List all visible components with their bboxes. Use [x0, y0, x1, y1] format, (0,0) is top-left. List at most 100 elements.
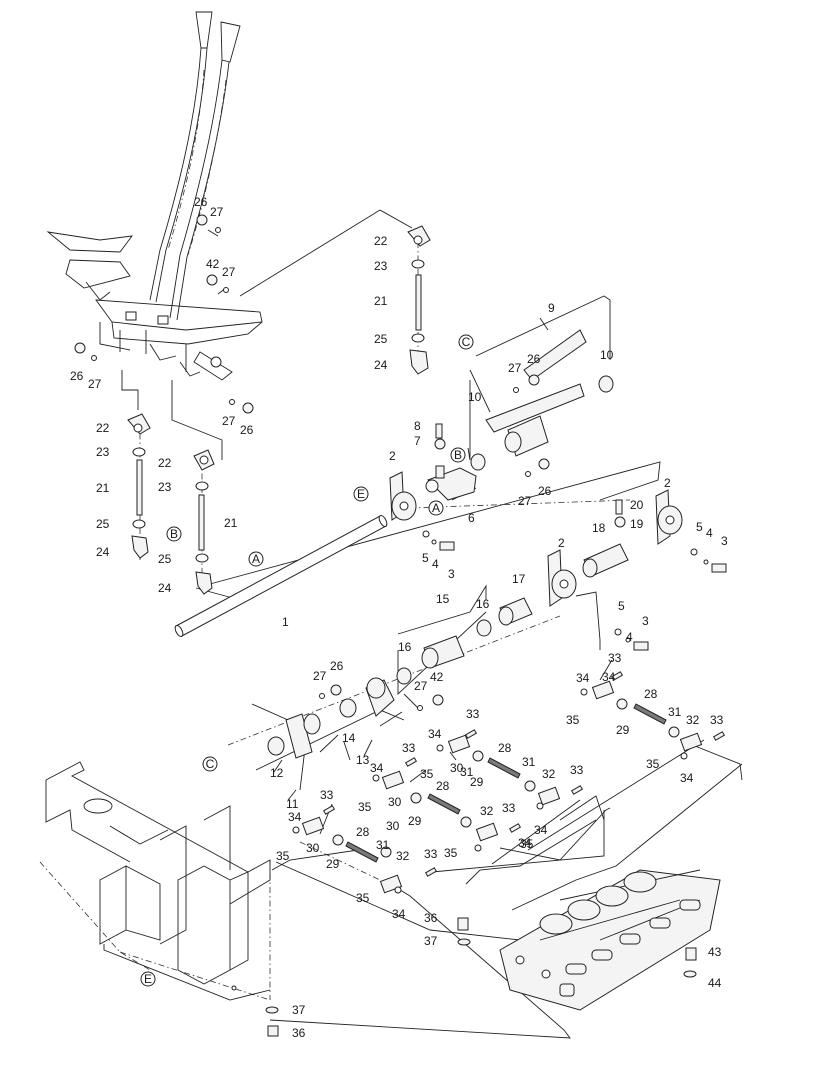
- callout-label: 29: [408, 814, 422, 828]
- svg-text:C: C: [206, 757, 215, 771]
- callout-label: 34: [680, 771, 694, 785]
- callout-label: 43: [708, 945, 722, 959]
- callout-label: 33: [710, 713, 724, 727]
- callout-label: 27: [88, 377, 102, 391]
- callout-label: 31: [460, 765, 474, 779]
- callout-label: 27: [508, 361, 522, 375]
- callout-label: 25: [96, 517, 110, 531]
- callout-label: 34: [288, 810, 302, 824]
- callout-label: 33: [320, 788, 334, 802]
- callout-label: 7: [414, 434, 421, 448]
- ref-marker-e: E: [140, 971, 156, 987]
- callout-label: 21: [224, 516, 238, 530]
- callout-label: 37: [424, 934, 438, 948]
- callout-label: 35: [444, 846, 458, 860]
- callout-label: 24: [158, 581, 172, 595]
- callout-label: 6: [468, 511, 475, 525]
- callout-label: 31: [522, 755, 536, 769]
- callout-label: 26: [194, 195, 208, 209]
- callout-label: 42: [430, 670, 444, 684]
- callout-label: 34: [370, 761, 384, 775]
- callout-label: 14: [342, 731, 356, 745]
- callout-label: 36: [424, 911, 438, 925]
- ball-joints: [127, 225, 431, 595]
- callout-label: 10: [600, 348, 614, 362]
- callout-label: 22: [158, 456, 172, 470]
- callout-label: 34: [428, 727, 442, 741]
- callout-label: 44: [708, 976, 722, 990]
- callout-label: 34: [576, 671, 590, 685]
- callout-label: 21: [96, 481, 110, 495]
- ref-marker-e: E: [353, 486, 369, 502]
- callout-label: 35: [566, 713, 580, 727]
- callout-label: 28: [436, 779, 450, 793]
- callout-label: 13: [356, 753, 370, 767]
- callout-label: 26: [70, 369, 84, 383]
- callout-label: 27: [518, 494, 532, 508]
- shaft-1: [174, 515, 388, 637]
- callout-label: 34: [392, 907, 406, 921]
- svg-text:C: C: [462, 335, 471, 349]
- ref-marker-b: B: [166, 526, 182, 542]
- callout-label: 29: [326, 857, 340, 871]
- callout-label: 32: [396, 849, 410, 863]
- callout-label: 3: [721, 534, 728, 548]
- callout-label: 27: [414, 679, 428, 693]
- callout-label: 4: [626, 630, 633, 644]
- callout-label: 34: [518, 836, 532, 850]
- callout-label: 21: [374, 294, 388, 308]
- callout-label: 37: [292, 1003, 306, 1017]
- callout-label: 26: [527, 352, 541, 366]
- callout-label: 11: [286, 797, 299, 811]
- callout-label: 33: [608, 651, 622, 665]
- svg-text:A: A: [432, 501, 440, 515]
- callout-label: 23: [96, 445, 110, 459]
- control-lever-assembly: [46, 11, 263, 381]
- callout-label: 33: [570, 763, 584, 777]
- callout-label: 35: [520, 837, 534, 851]
- callout-label: 5: [422, 551, 429, 565]
- ref-marker-c: C: [202, 756, 218, 772]
- control-valve: [265, 869, 721, 1037]
- hardware: [74, 214, 727, 711]
- callout-label: 4: [432, 557, 439, 571]
- callout-labels: 26 27 42 27 26 27 27 26 22 23 21 25 24 2…: [70, 195, 728, 1040]
- callout-label: 18: [592, 521, 606, 535]
- spool-links: [292, 671, 726, 894]
- rods-21: [136, 274, 422, 551]
- callout-label: 8: [414, 419, 421, 433]
- callout-label: 33: [502, 801, 516, 815]
- callout-label: 4: [706, 526, 713, 540]
- svg-text:B: B: [170, 527, 178, 541]
- callout-label: 31: [376, 838, 390, 852]
- frame-bracket: [45, 761, 271, 1001]
- callout-label: 3: [642, 614, 649, 628]
- callout-label: 24: [96, 545, 110, 559]
- callout-label: 5: [618, 599, 625, 613]
- callout-label: 34: [534, 823, 548, 837]
- callout-label: 42: [206, 257, 220, 271]
- callout-label: 33: [466, 707, 480, 721]
- callout-label: 30: [388, 795, 402, 809]
- callout-label: 16: [398, 640, 412, 654]
- callout-label: 17: [512, 572, 526, 586]
- callout-label: 35: [646, 757, 660, 771]
- callout-label: 33: [424, 847, 438, 861]
- callout-label: 36: [292, 1026, 306, 1040]
- callout-label: 10: [468, 390, 482, 404]
- callout-label: 2: [389, 449, 396, 463]
- callout-label: 32: [542, 767, 556, 781]
- callout-label: 25: [158, 552, 172, 566]
- callout-label: 12: [270, 766, 284, 780]
- callout-label: 23: [374, 259, 388, 273]
- callout-label: 1: [282, 615, 289, 629]
- callout-label: 34: [602, 670, 616, 684]
- callout-label: 24: [374, 358, 388, 372]
- callout-label: 5: [696, 520, 703, 534]
- svg-text:E: E: [357, 487, 365, 501]
- callout-label: 30: [386, 819, 400, 833]
- callout-label: 29: [616, 723, 630, 737]
- svg-text:B: B: [454, 448, 462, 462]
- callout-label: 25: [374, 332, 388, 346]
- callout-label: 19: [630, 517, 644, 531]
